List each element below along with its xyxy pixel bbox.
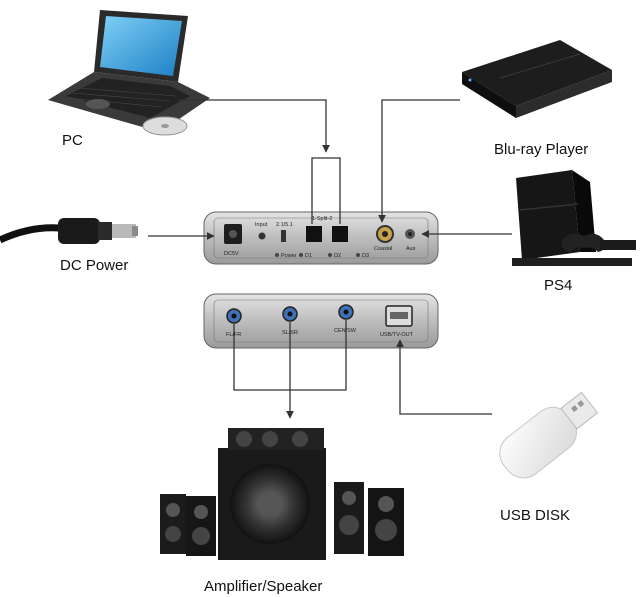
dc-power-plug-illustration [0,218,138,244]
front-power-label: Power [281,253,297,259]
label-pc: PC [62,132,83,149]
front-d3-label: D3 [362,253,369,259]
usb-disk-illustration [492,384,604,486]
label-bluray: Blu-ray Player [494,141,588,158]
front-d2-label: D2 [334,253,341,259]
label-ps4: PS4 [544,277,572,294]
converter-front-panel: DC5V Input 2.1/5.1 1-Split-2 Power D1 D2… [204,212,438,264]
label-dc-power: DC Power [60,257,128,274]
label-usb-disk: USB DISK [500,507,570,524]
front-aux-label: Aux [406,246,416,252]
back-usb-label: USB/TV-OUT [380,332,414,338]
pc-connection-line [178,100,326,152]
front-coaxial-label: Coaxial [374,246,392,252]
speaker-system-illustration [160,428,404,560]
front-dc-label: DC5V [224,251,239,257]
usb-connection-line [400,340,492,414]
front-mode-label: 2.1/5.1 [276,222,293,228]
front-d1-label: D1 [305,253,312,259]
front-input-label: Input [255,222,268,228]
laptop-illustration [48,10,210,135]
label-amplifier: Amplifier/Speaker [204,578,322,595]
bluray-player-illustration [462,40,612,118]
bluray-connection-line [382,100,460,222]
converter-back-panel: FL/FR SL/SR CEN/SW USB/TV-OUT [204,294,438,348]
front-split-label: 1-Split-2 [312,216,332,222]
ps4-illustration [512,170,636,266]
